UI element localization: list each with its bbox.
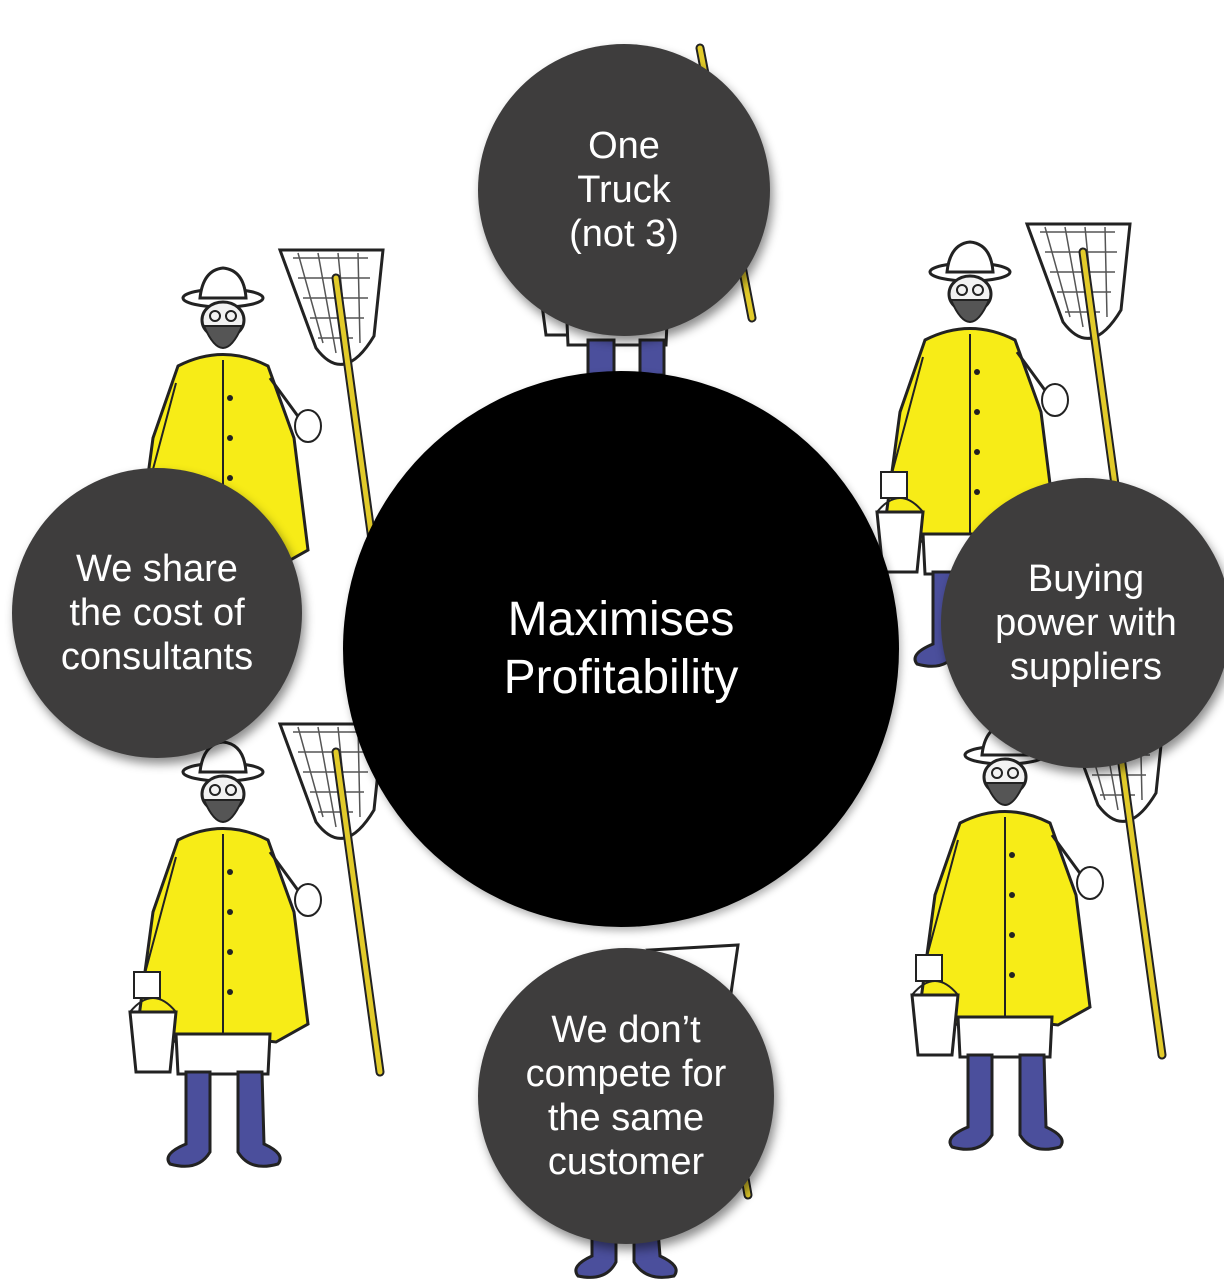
fisherman-figure-lower-right [912, 707, 1165, 1149]
center-label: Maximises Profitability [503, 593, 739, 704]
center-circle: Maximises Profitability [343, 371, 899, 927]
satellite-circle-left: We share the cost of consultants [12, 468, 302, 758]
satellite-label-right: Buying power with suppliers [995, 558, 1177, 688]
fisherman-figure-lower-left [130, 724, 383, 1166]
satellite-label-bottom: We don’t compete for the same customer [525, 1009, 727, 1183]
satellite-circle-bottom: We don’t compete for the same customer [478, 948, 774, 1244]
satellite-label-left: We share the cost of consultants [60, 548, 254, 678]
satellite-circle-top: One Truck (not 3) [478, 44, 770, 336]
satellite-circle-right: Buying power with suppliers [941, 478, 1224, 768]
satellite-label-top: One Truck (not 3) [569, 125, 679, 255]
